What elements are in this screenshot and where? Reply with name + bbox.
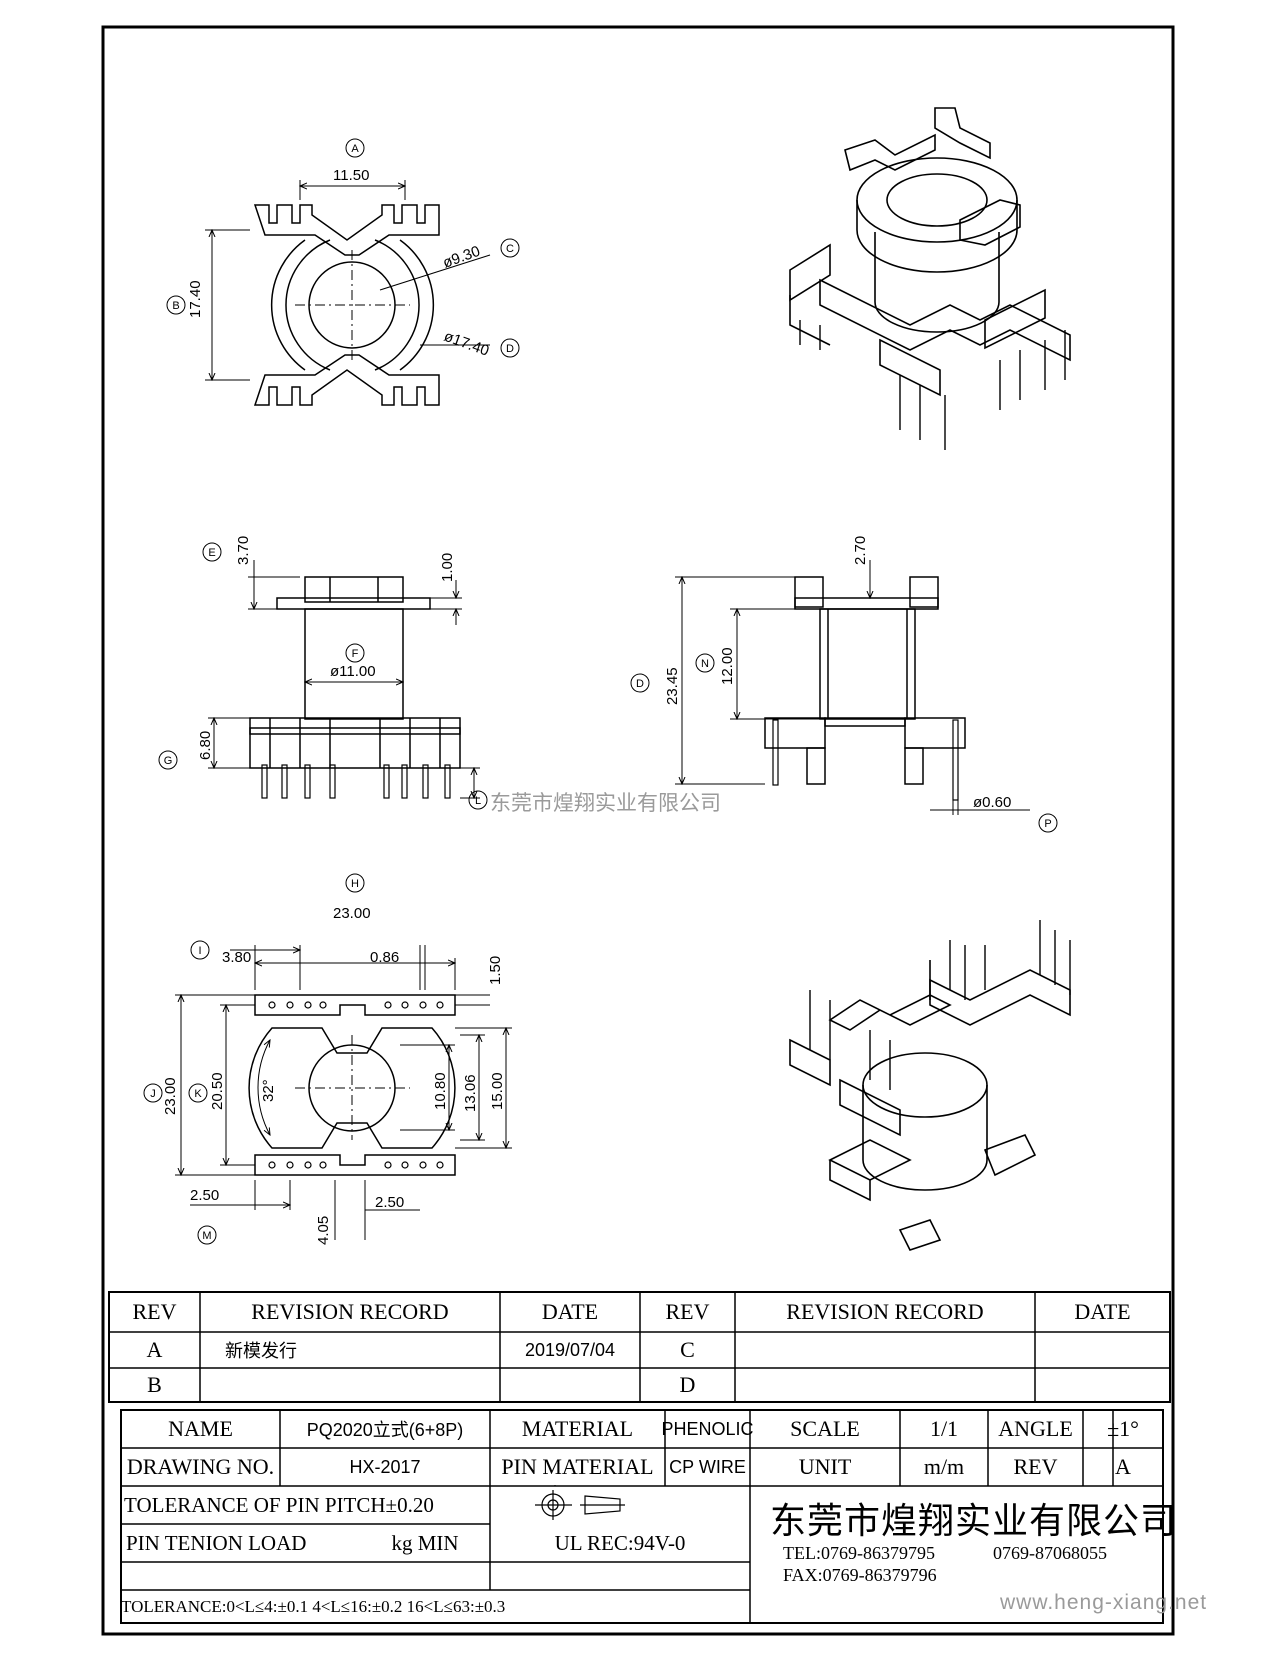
dim-bot-m: 2.50 xyxy=(190,1187,219,1204)
rev-value: A xyxy=(1115,1454,1131,1479)
unit-label: UNIT xyxy=(798,1454,852,1479)
dim-side-total: 23.45 xyxy=(664,667,681,705)
callout-a: A xyxy=(351,143,359,155)
dim-bot-angle: 32° xyxy=(260,1079,277,1102)
dim-bot-width: 23.00 xyxy=(333,905,371,922)
dim-bot-j: 23.00 xyxy=(162,1077,179,1115)
dim-bot-1306: 13.06 xyxy=(462,1074,479,1112)
callout-m: M xyxy=(202,1230,211,1242)
pin-material-value: CP WIRE xyxy=(669,1456,746,1477)
top-view xyxy=(205,180,491,406)
material-value: PHENOLIC xyxy=(661,1418,754,1439)
callout-p: P xyxy=(1044,818,1051,830)
front-view xyxy=(208,560,480,798)
angle-value: ±1° xyxy=(1107,1416,1139,1441)
rev-row-a: A xyxy=(146,1337,163,1362)
rev-row-d: D xyxy=(679,1372,696,1397)
isometric-view-top xyxy=(789,107,1071,450)
dim-bot-pin: 0.86 xyxy=(370,949,399,966)
isometric-view-bottom xyxy=(789,920,1071,1251)
revision-record-a: 新模发行 xyxy=(225,1341,297,1361)
dim-base-h: 6.80 xyxy=(197,731,214,760)
callout-k: K xyxy=(194,1088,202,1100)
pin-material-label: PIN MATERIAL xyxy=(501,1454,654,1479)
pin-tension-load-unit: kg MIN xyxy=(391,1530,459,1555)
callout-n: N xyxy=(701,658,709,670)
dim-bot-250b: 2.50 xyxy=(375,1194,404,1211)
callout-i: I xyxy=(198,945,201,957)
callout-d-side: D xyxy=(636,678,644,690)
telephone: TEL:0769-86379795 xyxy=(783,1543,935,1563)
dim-bot-108: 10.80 xyxy=(432,1072,449,1110)
dim-top-height: 17.40 xyxy=(187,280,204,318)
dim-bot-15: 15.00 xyxy=(489,1072,506,1110)
dim-flange-t: 1.00 xyxy=(439,553,456,582)
dim-bot-405: 4.05 xyxy=(315,1216,332,1245)
unit-value: m/m xyxy=(923,1454,965,1479)
rev-header-1: REV xyxy=(132,1299,177,1324)
projection-symbol-icon xyxy=(535,1490,625,1520)
dim-inner-dia: ø9.30 xyxy=(441,243,483,272)
telephone-2: 0769-87068055 xyxy=(993,1543,1107,1563)
tolerance-pin-pitch: TOLERANCE OF PIN PITCH±0.20 xyxy=(124,1492,434,1517)
scale-value: 1/1 xyxy=(929,1416,959,1441)
rev-row-b: B xyxy=(147,1372,162,1397)
material-label: MATERIAL xyxy=(521,1416,634,1441)
dim-bot-k: 20.50 xyxy=(209,1072,226,1110)
dim-side-top: 2.70 xyxy=(852,536,869,565)
revision-record-header-2: REVISION RECORD xyxy=(786,1299,984,1324)
watermark-company: 东莞市煌翔实业有限公司 xyxy=(490,792,721,815)
callout-c: C xyxy=(506,243,514,255)
general-tolerance: TOLERANCE:0<L≤4:±0.1 4<L≤16:±0.2 16<L≤63… xyxy=(121,1596,506,1616)
scale-label: SCALE xyxy=(790,1416,860,1441)
drawing-no-value: HX-2017 xyxy=(349,1456,421,1477)
side-view xyxy=(675,560,1030,815)
date-header-2: DATE xyxy=(1074,1299,1131,1324)
fax: FAX:0769-86379796 xyxy=(783,1565,937,1585)
callout-l: L xyxy=(475,795,481,807)
callout-e: E xyxy=(208,547,215,559)
drawing-no-label: DRAWING NO. xyxy=(126,1454,275,1479)
company-name: 东莞市煌翔实业有限公司 xyxy=(770,1501,1178,1541)
name-label: NAME xyxy=(168,1416,233,1441)
bottom-view xyxy=(175,945,512,1240)
dim-bobbin-dia: ø11.00 xyxy=(330,663,376,680)
ul-rating: UL REC:94V-0 xyxy=(554,1530,686,1555)
angle-label: ANGLE xyxy=(998,1416,1073,1441)
dim-outer-dia: ø17.40 xyxy=(442,328,492,360)
callout-f: F xyxy=(352,648,359,660)
revision-record-header-1: REVISION RECORD xyxy=(251,1299,449,1324)
callout-d: D xyxy=(506,343,514,355)
date-header-1: DATE xyxy=(541,1299,599,1324)
rev-header-2: REV xyxy=(665,1299,710,1324)
dim-top-width: 11.50 xyxy=(333,167,369,184)
callout-h: H xyxy=(351,878,359,890)
dim-bot-i: 3.80 xyxy=(222,949,251,966)
dim-side-mid: 12.00 xyxy=(719,647,736,685)
rev-row-c: C xyxy=(680,1337,695,1362)
callout-j: J xyxy=(150,1088,156,1100)
pin-tension-load-label: PIN TENION LOAD xyxy=(126,1530,307,1555)
watermark-url: www.heng-xiang.net xyxy=(1000,1591,1208,1614)
sheet-border xyxy=(101,25,1175,1636)
revision-date-a: 2019/07/04 xyxy=(524,1339,616,1360)
dim-e: 3.70 xyxy=(235,536,252,565)
callout-b: B xyxy=(172,300,179,312)
dim-pin-dia: ø0.60 xyxy=(973,794,1011,811)
title-block-grid xyxy=(108,1291,1171,1624)
callout-g: G xyxy=(164,755,173,767)
dim-bot-slot: 1.50 xyxy=(487,956,504,985)
name-value: PQ2020立式(6+8P) xyxy=(306,1420,464,1440)
rev-label: REV xyxy=(1013,1454,1058,1479)
